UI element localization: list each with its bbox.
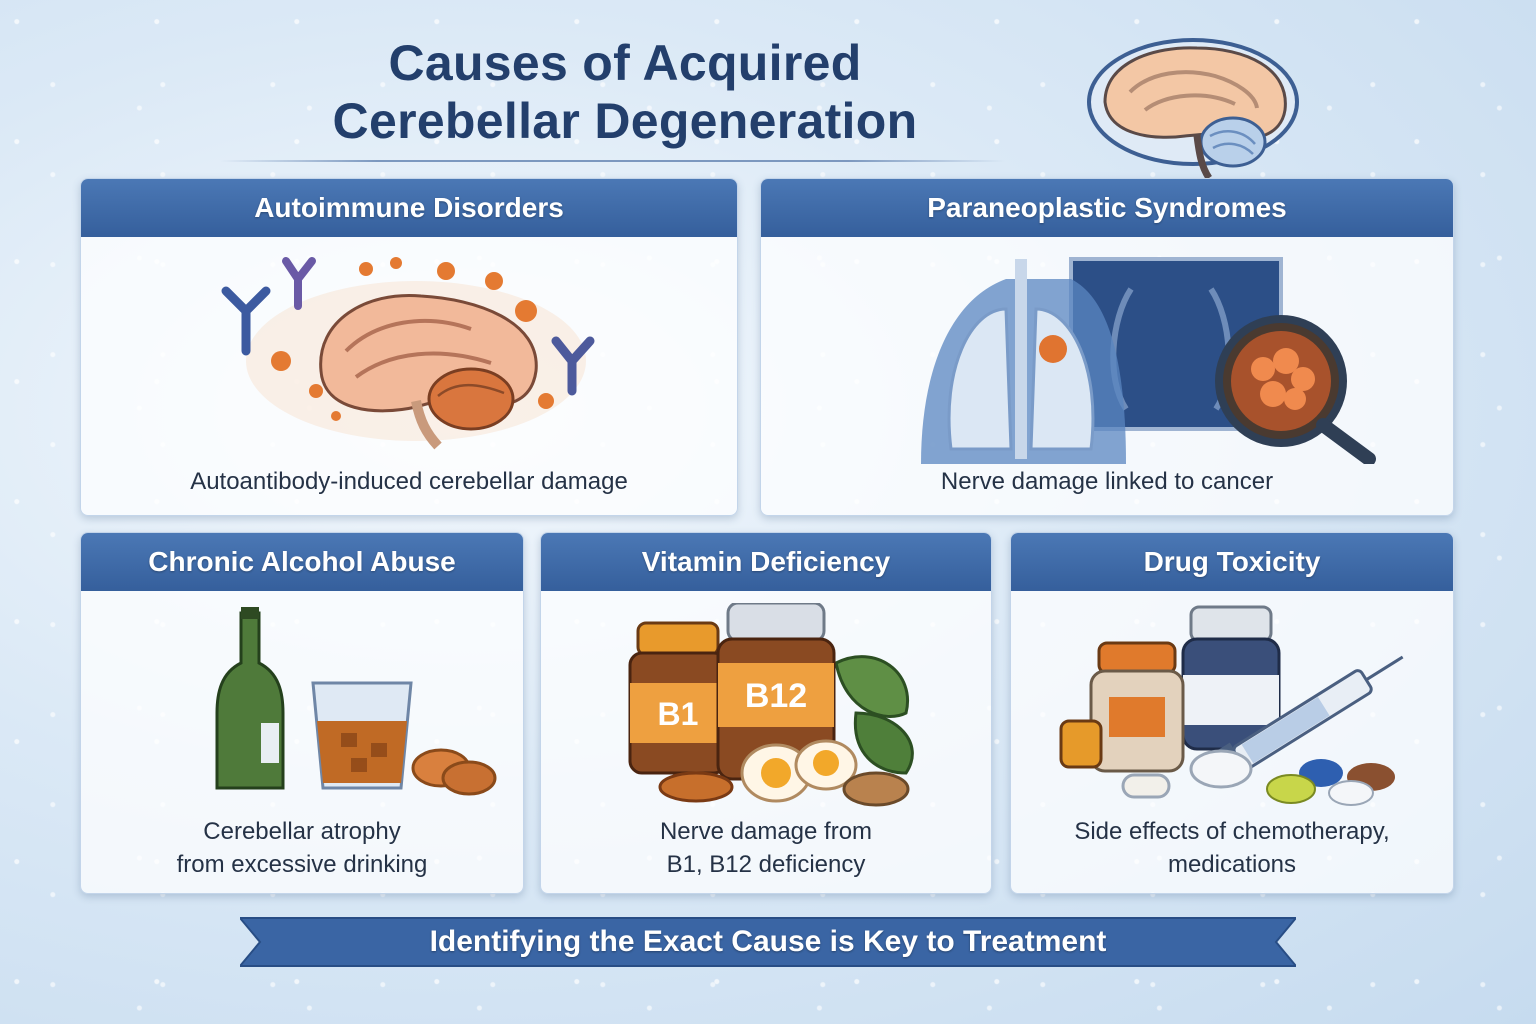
vitamin-jars-icon: B1 B12 [628,603,914,807]
banner-text: Identifying the Exact Cause is Key to Tr… [429,925,1107,958]
card-paraneoplastic: Paraneoplastic Syndromes Nerve damage li… [760,178,1454,516]
card-drug: Drug Toxicity Side effects of chemothera… [1010,532,1454,894]
card-caption: Autoantibody-induced cerebellar damage [190,468,628,495]
title-line-2: Cerebellar Degeneration [332,93,918,149]
title-line-1: Causes of Acquired [388,35,862,91]
jar2-label: B12 [745,677,807,715]
caption-line-2: from excessive drinking [176,851,428,878]
card-heading: Chronic Alcohol Abuse [81,533,523,591]
brain-antibodies-icon [221,257,595,450]
card-heading: Autoimmune Disorders [81,179,737,237]
caption-line-2: medications [1167,851,1297,878]
caption-line-1: Side effects of chemotherapy, [1074,818,1390,845]
pills-syringe-icon [1059,605,1404,806]
card-heading: Vitamin Deficiency [541,533,991,591]
caption-line-2: B1, B12 deficiency [666,851,866,878]
bottom-banner: Identifying the Exact Cause is Key to Tr… [240,912,1296,972]
card-heading: Paraneoplastic Syndromes [761,179,1453,237]
card-caption: Side effects of chemotherapy, medication… [1011,815,1453,881]
card-vitamin: Vitamin Deficiency B1 B12 Nerve damage f… [540,532,992,894]
card-caption: Nerve damage linked to cancer [940,468,1274,495]
caption-line-1: Nerve damage from [659,818,873,845]
lungs-tumor-magnifier-icon [921,257,1376,464]
card-alcohol: Chronic Alcohol Abuse Cerebellar atrophy… [80,532,524,894]
jar1-label: B1 [658,696,699,732]
caption-line-1: Cerebellar atrophy [203,818,401,845]
bottle-glass-icon [215,607,497,796]
card-autoimmune: Autoimmune Disorders Autoantibody-induce… [80,178,738,516]
card-heading: Drug Toxicity [1011,533,1453,591]
brain-icon [1087,38,1299,180]
card-caption: Cerebellar atrophy from excessive drinki… [81,815,523,881]
title-divider [220,160,1005,162]
page-title: Causes of Acquired Cerebellar Degenerati… [245,34,1005,150]
card-caption: Nerve damage from B1, B12 deficiency [541,815,991,881]
